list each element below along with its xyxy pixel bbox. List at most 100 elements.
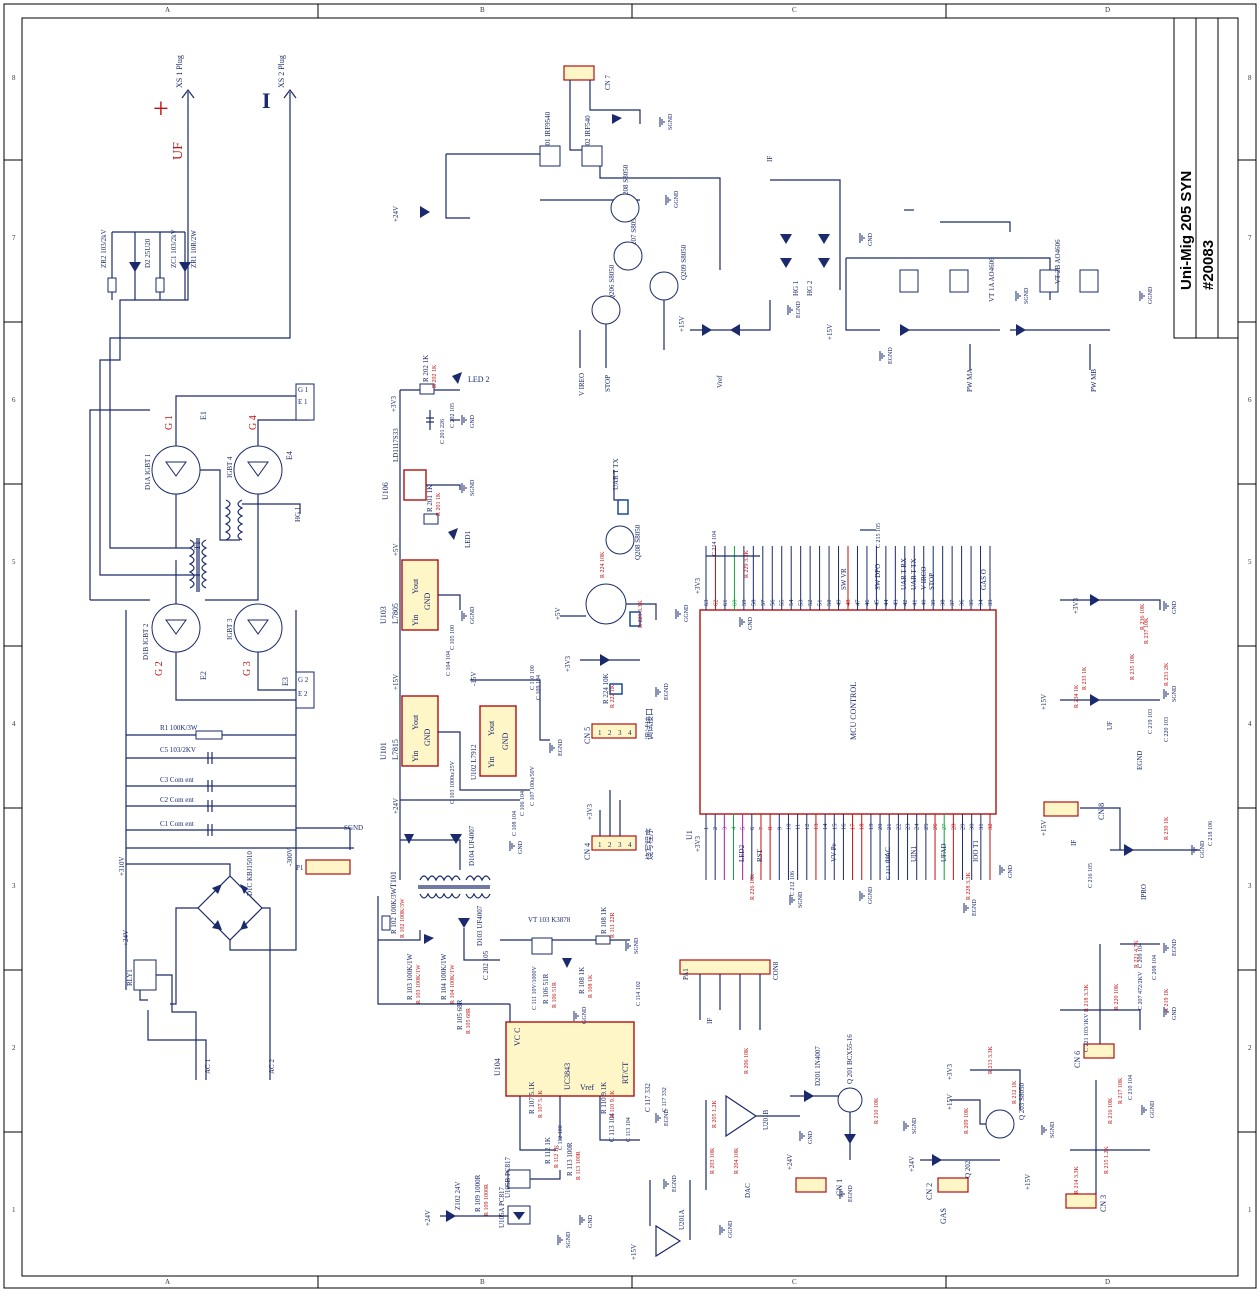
ground-label: GND	[588, 1214, 594, 1228]
cn4-pin-0: 1	[598, 841, 602, 849]
q205-label: Q208 S8050	[634, 524, 642, 560]
gd-15v-r: +15V	[826, 324, 834, 340]
u106-label: U106	[381, 482, 390, 500]
ground-label: GGND	[1150, 1100, 1156, 1118]
igbt-label-1: IGBT 4	[226, 456, 234, 478]
border-row-7-0: 7	[12, 234, 16, 242]
rail-n15v: -15V	[470, 672, 478, 686]
capacitor-label: C 215 105	[876, 523, 882, 548]
pwma-label: PW MA	[966, 369, 974, 392]
r111-label: R 108 1K	[600, 907, 608, 934]
opto-b: U105B PC817	[504, 1156, 512, 1198]
cn8-label: CN 8	[1097, 803, 1106, 820]
gas-3v3: +3V3	[946, 1063, 954, 1080]
mcu-bottom-pin-num: 26	[932, 823, 939, 830]
resistor-label: R 109 1000R	[484, 1184, 490, 1216]
border-row-4-0: 4	[12, 720, 16, 728]
mcu-top-pin-num: 52	[807, 600, 814, 607]
resistor-label: R 224 10K	[600, 551, 606, 578]
u103-label: U103	[379, 606, 388, 624]
chip-u106	[403, 469, 427, 501]
u1-label: U1	[685, 830, 694, 840]
border-row-7-1: 7	[1248, 234, 1252, 242]
capacitor-label: C 210 104	[1128, 1075, 1134, 1100]
uf-label: UF	[171, 142, 186, 160]
border-col-A-1: A	[165, 1278, 170, 1286]
mcu-top-pin-num: 45	[873, 600, 880, 607]
capacitor-label: C 107 100u/50V	[530, 765, 536, 806]
capacitor-label: C 220 103	[1164, 717, 1170, 742]
c106-label: C 202 105	[482, 950, 490, 980]
cn3-label: CN 3	[1099, 1195, 1108, 1212]
bridge-label: D1C KBJ15010	[246, 851, 254, 896]
mcu-sig-swvr: SW VR	[840, 568, 848, 590]
mcu-body: MCU CONTROL	[849, 682, 858, 740]
cn2-gas: GAS	[939, 1208, 948, 1224]
capacitor-label: C 103 1000u/25V	[450, 760, 456, 804]
mcu-sig-hot: IOO T1	[972, 840, 980, 862]
mcu-sig-swdpo: SW DPO	[874, 564, 882, 590]
snubber-3: ZR1 10R/2W	[190, 230, 198, 268]
t1-label: T1	[193, 541, 202, 550]
r102-label: R 102 100K/3W	[390, 887, 398, 934]
ground-symbol: GGND	[665, 190, 680, 208]
resistor-label: R 217 10K	[1118, 1077, 1124, 1104]
opto-a: U105A PC817	[498, 1186, 506, 1228]
r108-label: R 108 1K	[578, 967, 586, 994]
mcu-bottom-pin-num: 5	[740, 827, 747, 830]
ground-symbol: GGND	[461, 606, 476, 624]
ground-symbol: SGND	[789, 891, 804, 908]
cn7-label: CN 7	[604, 75, 612, 90]
ground-label: GGND	[1200, 840, 1206, 858]
ground-symbol: GGND	[1139, 286, 1154, 304]
ground-label: SGND	[1024, 287, 1030, 304]
mcu-top-pin-num: 47	[854, 599, 861, 606]
mcu-bottom-pin-num: 11	[795, 824, 802, 830]
mcu-top-pin-num: 38	[940, 600, 947, 607]
capacitor-label: C 209 104	[1138, 943, 1144, 968]
snubber-1: D2 25U20	[144, 238, 152, 268]
u102-pin-2: Yin	[487, 756, 496, 768]
connector-cn2	[937, 1177, 969, 1193]
resistor-label: R 206 10K	[744, 1047, 750, 1074]
vt1-label: VT 1A AO4606	[988, 257, 996, 302]
border-row-6-1: 6	[1248, 396, 1252, 404]
gate-label-3: G 3	[242, 661, 253, 676]
p1-label: P1	[296, 864, 304, 872]
mcu-bottom-pin-num: 1	[703, 827, 710, 830]
ac1-label: AC 1	[204, 1059, 212, 1074]
resistor-label: R 216 10K	[1108, 1097, 1114, 1124]
ground-label: EGND	[888, 347, 894, 364]
mcu-top-pin-num: 48	[845, 600, 852, 607]
ground-symbol: GND	[579, 1214, 594, 1228]
ra-15v: +15V	[1040, 694, 1048, 710]
mcu-bottom-pin-num: 20	[877, 824, 884, 831]
relay-label: RLY1	[126, 969, 134, 986]
mcu-bottom-pin-num: 13	[813, 824, 820, 831]
if-top-label: IF	[766, 156, 774, 162]
emitter-label-1: E4	[285, 451, 294, 460]
ground-label: EGND	[848, 1185, 854, 1202]
rail-24v: +24V	[392, 798, 400, 814]
bus-cap-0: R1 100K/3W	[160, 724, 198, 732]
aux-supply: T101 D103 UF4007 VT 103 K3878 R 108 1K R…	[377, 871, 652, 1228]
ground-label: EGND	[664, 1109, 670, 1126]
mcu-top-pin-num: 42	[902, 600, 909, 607]
capacitor-label: C 218 106	[1208, 821, 1214, 846]
connector-cn8	[1043, 801, 1079, 817]
q208-label: Q208 S8050	[622, 164, 630, 200]
mcu-top-pin-num: 37	[949, 599, 956, 606]
border-row-1-0: 1	[12, 1206, 16, 1214]
mcu-top-pin-num: 57	[760, 599, 767, 606]
mcu-bottom-pin-num: 16	[840, 823, 847, 830]
resistor-labels: R 202 1KR 201 1KR 102 100K/3WR 103 100K/…	[400, 364, 1170, 1216]
mcu-top-pin-num: 39	[930, 600, 937, 607]
u104-part: UC3843	[563, 1063, 572, 1090]
ground-label: GGND	[684, 604, 690, 622]
mcu-bottom-pin-num: 24	[914, 823, 921, 830]
hg2-right: HG 2	[806, 280, 814, 296]
ground-label: EGND	[972, 899, 978, 916]
